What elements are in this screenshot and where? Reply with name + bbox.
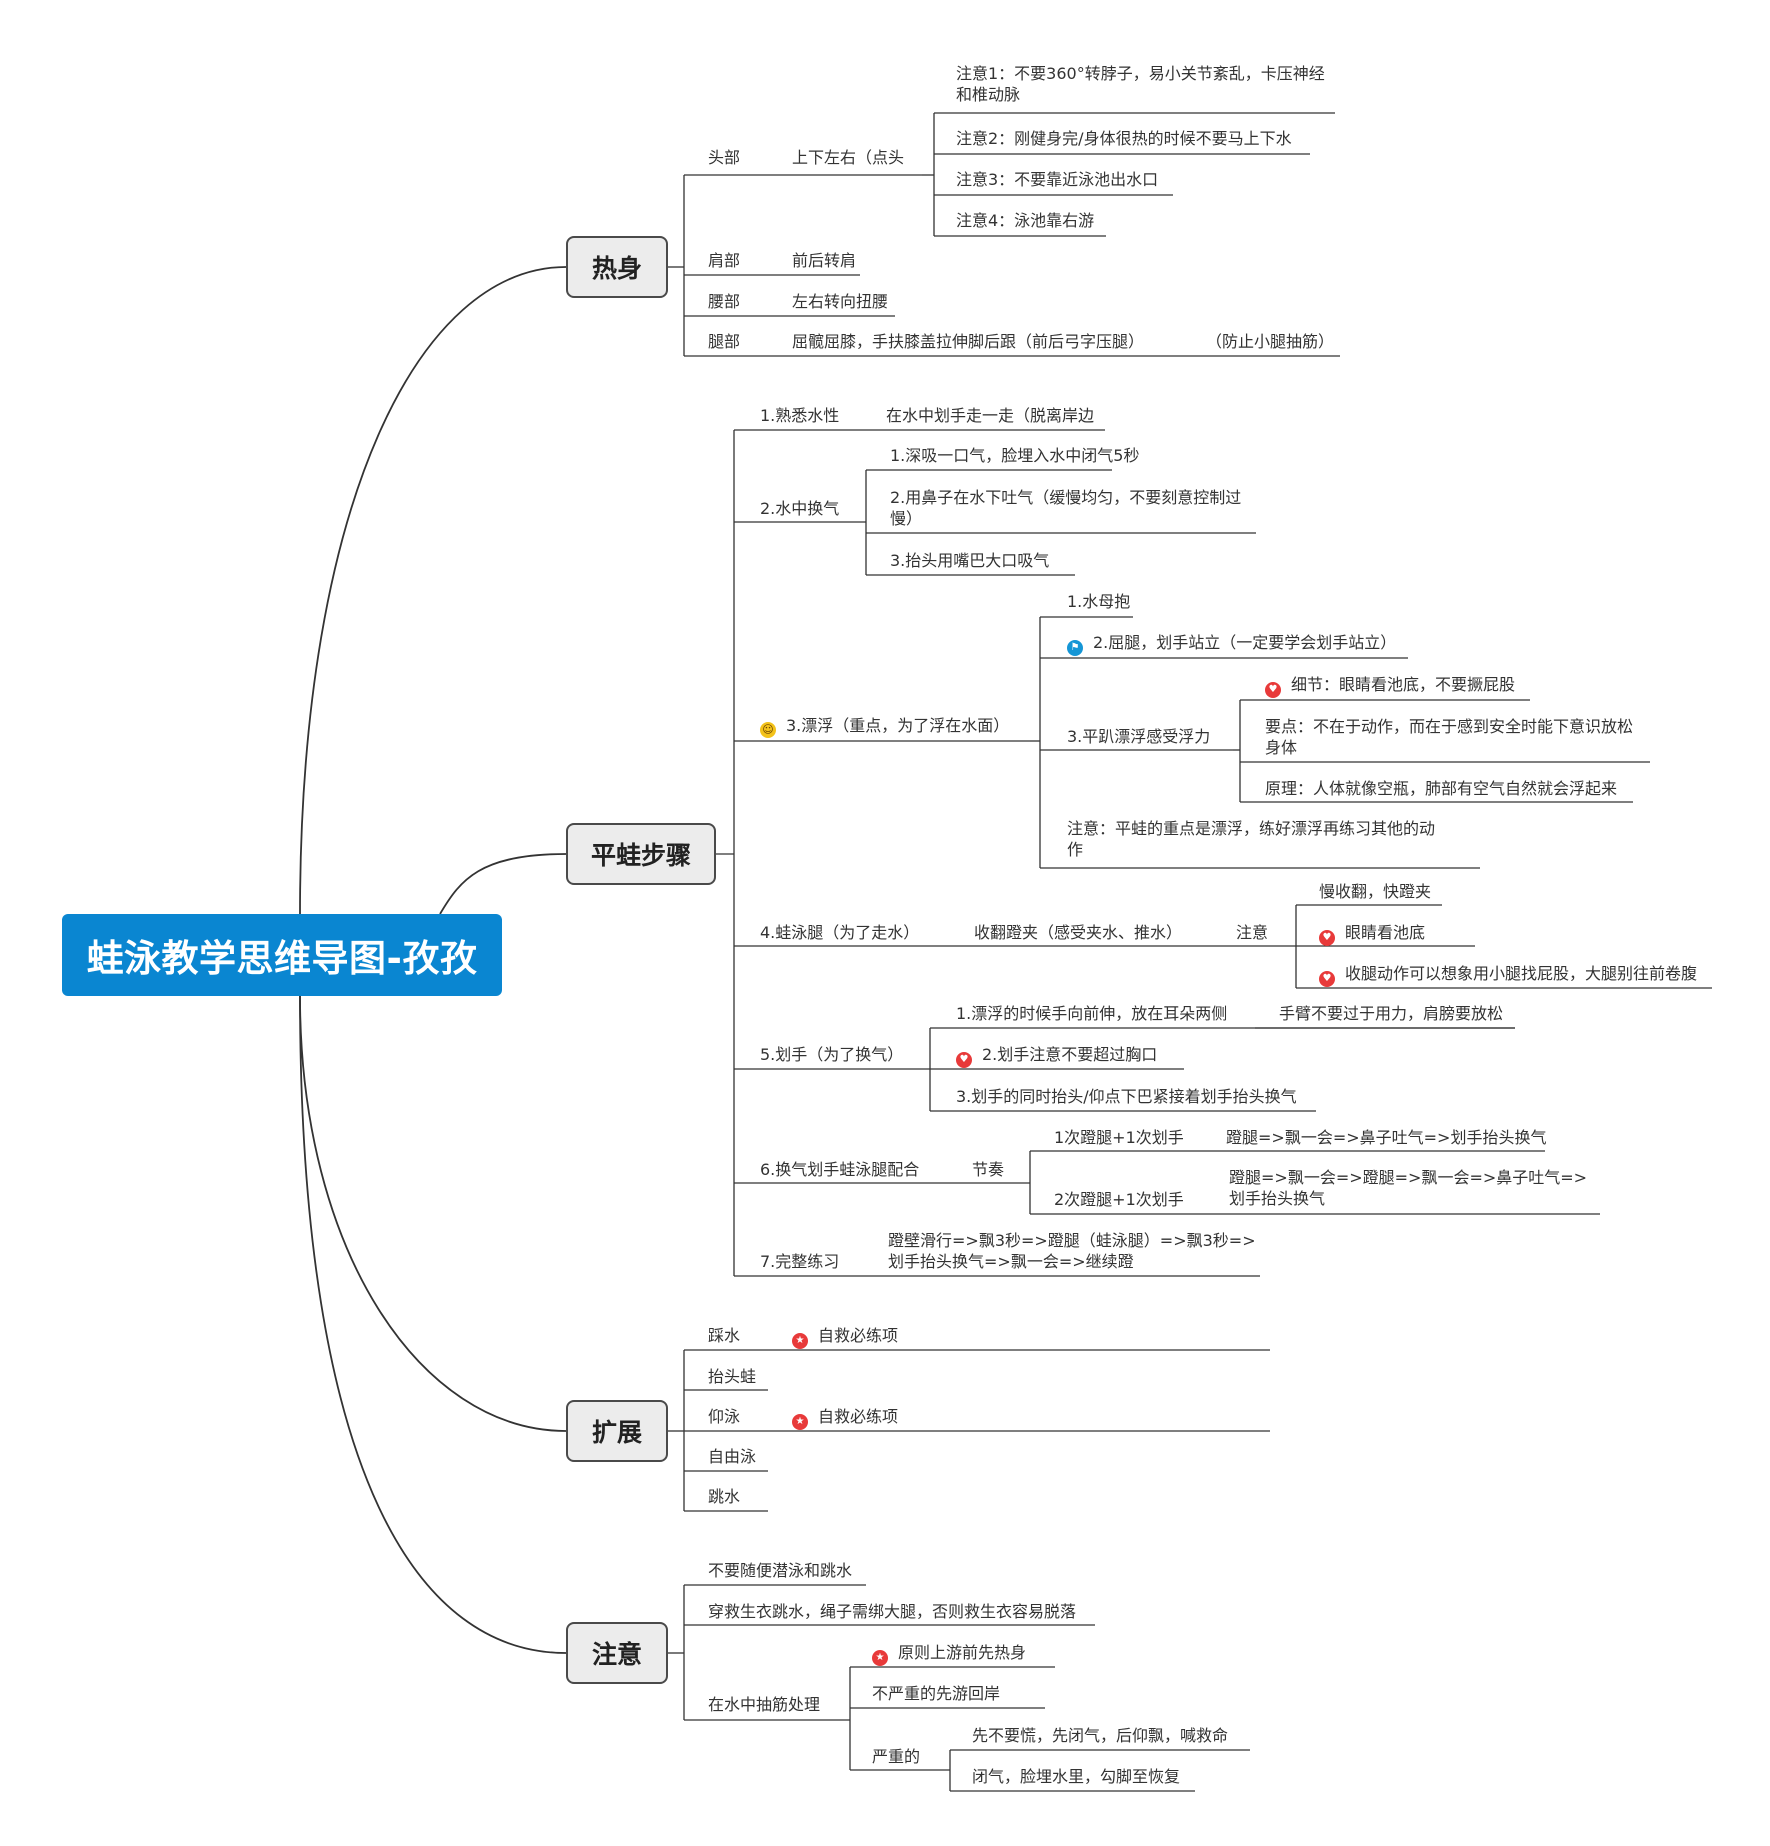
step-5-3[interactable]: 3.划手的同时抬头/仰点下巴紧接着划手抬头换气 — [956, 1087, 1297, 1106]
connector-line — [439, 853, 567, 915]
step-6-rhythm[interactable]: 节奏 — [972, 1160, 1005, 1179]
flag-icon: ⚑ — [1067, 640, 1083, 656]
branch-extend[interactable]: 扩展 — [566, 1400, 668, 1462]
root-topic[interactable]: 蛙泳教学思维导图-孜孜 — [62, 914, 502, 996]
step-3[interactable]: ☺ 3.漂浮（重点，为了浮在水面） — [760, 715, 1009, 738]
connector-line — [299, 266, 567, 915]
heart-icon: ♥ — [956, 1052, 972, 1068]
step-4-item-3-label: 收腿动作可以想象用小腿找屁股，大腿别往前卷腹 — [1345, 964, 1698, 983]
topic-leg[interactable]: 腿部 — [708, 332, 741, 351]
step-3-note[interactable]: 注意：平蛙的重点是漂浮，练好漂浮再练习其他的动作 — [1067, 819, 1436, 859]
branch-caution[interactable]: 注意 — [566, 1622, 668, 1684]
caution-3-3-item-1[interactable]: 先不要慌，先闭气，后仰飘，喊救命 — [972, 1726, 1229, 1745]
caution-1[interactable]: 不要随便潜泳和跳水 — [708, 1561, 853, 1580]
extend-must-1-label: 自救必练项 — [818, 1326, 899, 1345]
extend-must-2-label: 自救必练项 — [818, 1407, 899, 1426]
step-4-item-3[interactable]: ♥ 收腿动作可以想象用小腿找屁股，大腿别往前卷腹 — [1319, 963, 1697, 987]
step-2-item-2[interactable]: 2.用鼻子在水下吐气（缓慢均匀，不要刻意控制过慢） — [890, 488, 1242, 528]
extend-item-1[interactable]: 踩水 — [708, 1326, 741, 1345]
caution-3-3[interactable]: 严重的 — [872, 1747, 921, 1766]
step-6-1[interactable]: 1次蹬腿+1次划手 — [1054, 1128, 1184, 1147]
connector-line — [299, 995, 567, 1654]
step-3-3[interactable]: 3.平趴漂浮感受浮力 — [1067, 727, 1211, 746]
step-2[interactable]: 2.水中换气 — [760, 499, 840, 518]
head-note-1[interactable]: 注意1：不要360°转脖子，易小关节紊乱，卡压神经和椎动脉 — [956, 64, 1325, 104]
topic-head[interactable]: 头部 — [708, 148, 741, 167]
step-5-1-detail[interactable]: 手臂不要过于用力，肩膀要放松 — [1279, 1004, 1504, 1023]
caution-3-1[interactable]: ★ 原则上游前先热身 — [872, 1642, 1026, 1666]
heart-icon: ♥ — [1319, 971, 1335, 987]
heart-icon: ♥ — [1265, 682, 1281, 698]
step-2-item-3[interactable]: 3.抬头用嘴巴大口吸气 — [890, 551, 1050, 570]
caution-3-3-item-2[interactable]: 闭气，脸埋水里，勾脚至恢复 — [972, 1767, 1181, 1786]
step-7-detail[interactable]: 蹬壁滑行=>飘3秒=>蹬腿（蛙泳腿）=>飘3秒=>划手抬头换气=>飘一会=>继续… — [888, 1231, 1256, 1271]
caution-2[interactable]: 穿救生衣跳水，绳子需绑大腿，否则救生衣容易脱落 — [708, 1602, 1077, 1621]
step-2-item-1[interactable]: 1.深吸一口气，脸埋入水中闭气5秒 — [890, 446, 1140, 465]
connector-line — [299, 995, 567, 1432]
branch-steps[interactable]: 平蛙步骤 — [566, 823, 716, 885]
step-1[interactable]: 1.熟悉水性 — [760, 406, 840, 425]
step-4-item-2-label: 眼睛看池底 — [1345, 923, 1426, 942]
step-6-1-detail[interactable]: 蹬腿=>飘一会=>鼻子吐气=>划手抬头换气 — [1226, 1128, 1547, 1147]
topic-shoulder-move[interactable]: 前后转肩 — [792, 251, 857, 270]
step-7[interactable]: 7.完整练习 — [760, 1252, 840, 1271]
extend-must-2[interactable]: ★ 自救必练项 — [792, 1406, 898, 1430]
step-5-1[interactable]: 1.漂浮的时候手向前伸，放在耳朵两侧 — [956, 1004, 1228, 1023]
branch-warmup[interactable]: 热身 — [566, 236, 668, 298]
step-1-detail[interactable]: 在水中划手走一走（脱离岸边 — [886, 406, 1095, 425]
heart-icon: ♥ — [1319, 930, 1335, 946]
step-6[interactable]: 6.换气划手蛙泳腿配合 — [760, 1160, 920, 1179]
step-5-2-label: 2.划手注意不要超过胸口 — [982, 1045, 1158, 1064]
step-6-2-detail[interactable]: 蹬腿=>飘一会=>蹬腿=>飘一会=>鼻子吐气=>划手抬头换气 — [1229, 1168, 1588, 1208]
head-note-4[interactable]: 注意4：泳池靠右游 — [956, 211, 1095, 230]
caution-3-2[interactable]: 不严重的先游回岸 — [872, 1684, 1001, 1703]
caution-3[interactable]: 在水中抽筋处理 — [708, 1695, 821, 1714]
step-3-2[interactable]: ⚑ 2.屈腿，划手站立（一定要学会划手站立） — [1067, 632, 1396, 656]
extend-item-5[interactable]: 跳水 — [708, 1487, 741, 1506]
topic-head-move[interactable]: 上下左右（点头 — [792, 148, 905, 167]
topic-waist-move[interactable]: 左右转向扭腰 — [792, 292, 889, 311]
head-note-2[interactable]: 注意2：刚健身完/身体很热的时候不要马上下水 — [956, 129, 1292, 148]
step-6-2[interactable]: 2次蹬腿+1次划手 — [1054, 1190, 1184, 1209]
step-4-detail[interactable]: 收翻蹬夹（感受夹水、推水） — [974, 923, 1183, 942]
step-3-3-item-1-label: 细节：眼睛看池底，不要撅屁股 — [1291, 675, 1516, 694]
extend-item-3[interactable]: 仰泳 — [708, 1407, 741, 1426]
step-3-3-item-3[interactable]: 原理：人体就像空瓶，肺部有空气自然就会浮起来 — [1265, 779, 1618, 798]
smile-icon: ☺ — [760, 722, 776, 738]
topic-leg-move[interactable]: 屈髋屈膝，手扶膝盖拉伸脚后跟（前后弓字压腿） — [792, 332, 1145, 351]
topic-leg-note[interactable]: （防止小腿抽筋） — [1206, 332, 1335, 351]
topic-shoulder[interactable]: 肩部 — [708, 251, 741, 270]
step-3-1[interactable]: 1.水母抱 — [1067, 592, 1131, 611]
step-4-note[interactable]: 注意 — [1236, 923, 1269, 942]
step-3-3-item-1[interactable]: ♥ 细节：眼睛看池底，不要撅屁股 — [1265, 674, 1515, 698]
step-4-item-1[interactable]: 慢收翻，快蹬夹 — [1319, 882, 1432, 901]
caution-3-1-label: 原则上游前先热身 — [898, 1643, 1027, 1662]
extend-item-4[interactable]: 自由泳 — [708, 1447, 757, 1466]
step-4[interactable]: 4.蛙泳腿（为了走水） — [760, 923, 920, 942]
star-icon: ★ — [872, 1650, 888, 1666]
step-5[interactable]: 5.划手（为了换气） — [760, 1045, 904, 1064]
star-icon: ★ — [792, 1414, 808, 1430]
step-3-label: 3.漂浮（重点，为了浮在水面） — [786, 716, 1010, 735]
extend-must-1[interactable]: ★ 自救必练项 — [792, 1325, 898, 1349]
step-3-2-label: 2.屈腿，划手站立（一定要学会划手站立） — [1093, 633, 1397, 652]
topic-waist[interactable]: 腰部 — [708, 292, 741, 311]
star-icon: ★ — [792, 1333, 808, 1349]
step-4-item-2[interactable]: ♥ 眼睛看池底 — [1319, 922, 1425, 946]
step-3-3-item-2[interactable]: 要点：不在于动作，而在于感到安全时能下意识放松身体 — [1265, 717, 1634, 757]
head-note-3[interactable]: 注意3：不要靠近泳池出水口 — [956, 170, 1159, 189]
extend-item-2[interactable]: 抬头蛙 — [708, 1367, 757, 1386]
step-5-2[interactable]: ♥ 2.划手注意不要超过胸口 — [956, 1044, 1157, 1068]
